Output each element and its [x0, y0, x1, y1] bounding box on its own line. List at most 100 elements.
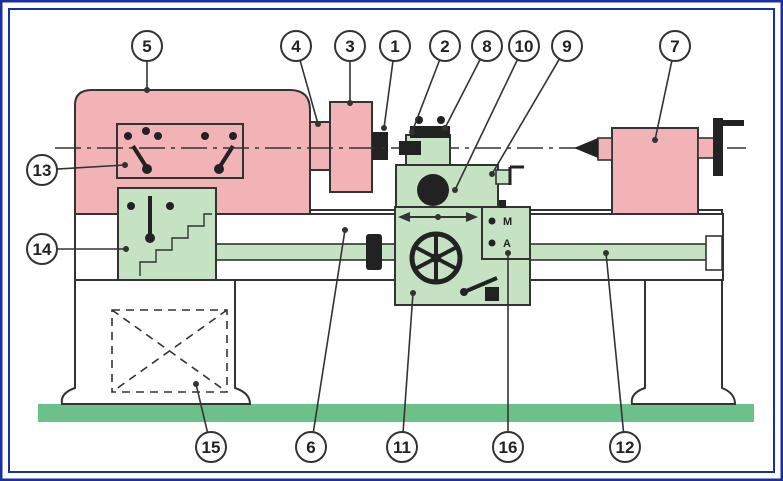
callout-leader-dot [442, 125, 448, 131]
tailstock-screw-housing [697, 137, 715, 159]
callout-leader-dot [410, 290, 416, 296]
selector-dot [124, 132, 132, 140]
feed-handwheel [366, 234, 382, 270]
half-nut-lever [485, 287, 499, 301]
callout-leader-line [411, 59, 441, 133]
callout-leader-dot [489, 171, 495, 177]
callout-leader-dot [342, 227, 348, 233]
selector-dot [201, 132, 209, 140]
callout-leader-dot [315, 121, 321, 127]
callout-number: 7 [670, 37, 679, 56]
callout-leader-dot [347, 100, 353, 106]
feed-lever-pivot [460, 288, 468, 296]
selector-dot [154, 132, 162, 140]
feed-engage-lever [463, 276, 498, 294]
callout-number: 9 [562, 37, 571, 56]
callout-circle [26, 154, 58, 186]
selector-dot [142, 127, 150, 135]
callout-number: 2 [440, 37, 449, 56]
callout-leader-dot [144, 87, 150, 93]
callout-leader-dot [122, 162, 128, 168]
selector-a-dot [488, 239, 496, 247]
callout-16: 16 [492, 250, 524, 463]
callout-circle [659, 30, 691, 62]
tailstock-handwheel [713, 118, 723, 176]
handwheel-spoke [414, 245, 458, 271]
callout-leader-line [299, 60, 319, 125]
callout-circle [195, 431, 227, 463]
callout-circle [429, 30, 461, 62]
feed-selector-knob [494, 200, 506, 208]
callout-circle [295, 431, 327, 463]
callout-circle [471, 30, 503, 62]
speed-lever-right [217, 144, 235, 170]
gearbox-stair-plate [139, 213, 212, 276]
cutting-tool [399, 141, 421, 155]
callout-11: 11 [386, 290, 418, 463]
callout-5: 5 [131, 30, 163, 93]
callout-12: 12 [603, 250, 641, 463]
feed-rod-bearing [705, 235, 723, 271]
callout-circle [131, 30, 163, 62]
callout-9: 9 [489, 30, 583, 177]
speed-lever-left [131, 144, 149, 170]
callout-number: 6 [306, 438, 315, 457]
gearbox-dot [127, 202, 135, 210]
callout-circle [334, 30, 366, 62]
callout-4: 4 [280, 30, 321, 127]
callout-number: 15 [202, 438, 221, 457]
selector-m-dot [488, 217, 496, 225]
cross-slide-screw-end [495, 169, 511, 185]
callout-number: 14 [33, 240, 52, 259]
callout-circle [508, 30, 540, 62]
gearbox-dot [166, 202, 174, 210]
callout-circle [280, 30, 312, 62]
callout-leader-dot [452, 187, 458, 193]
spindle [309, 121, 331, 171]
callout-leader-line [56, 164, 126, 170]
callout-leader-line [491, 58, 561, 175]
tailstock-center [574, 138, 598, 158]
label-m: M [503, 216, 512, 228]
callout-leader-line [312, 229, 346, 433]
callout-circle [609, 431, 641, 463]
speed-lever-left-knob [142, 164, 152, 174]
tailstock-quill [597, 137, 613, 161]
callout-leader-dot [381, 125, 387, 131]
callout-number: 1 [390, 37, 399, 56]
selector-dot [229, 132, 237, 140]
workpiece [372, 132, 388, 160]
callout-number: 10 [515, 37, 534, 56]
callout-leader-dot [603, 250, 609, 256]
speed-lever-right-knob [214, 164, 224, 174]
chuck [329, 101, 373, 193]
callout-leader-line [195, 383, 209, 433]
callout-3: 3 [334, 30, 366, 106]
callout-number: 3 [345, 37, 354, 56]
gearbox-lever-knob [145, 233, 155, 243]
callout-leader-dot [193, 381, 199, 387]
callout-leader-dot [505, 250, 511, 256]
callout-14: 14 [26, 233, 129, 265]
cross-slide-handwheel [417, 174, 449, 206]
callout-circle [386, 431, 418, 463]
callout-1: 1 [379, 30, 411, 131]
callout-leader-line [605, 252, 625, 433]
callout-7: 7 [652, 30, 691, 143]
callout-circle [492, 431, 524, 463]
callout-leader-line [402, 292, 414, 433]
callout-leader-dot [652, 137, 658, 143]
callout-number: 12 [616, 438, 635, 457]
tool-post-screw [437, 116, 445, 124]
cabinet-cross-b [111, 309, 228, 393]
tool-post-clamp [410, 126, 450, 138]
callout-leader-dot [123, 246, 129, 252]
callout-leader-line [383, 60, 394, 129]
callout-number: 11 [393, 438, 411, 457]
feed-selector-box [481, 206, 531, 260]
callout-6: 6 [295, 227, 348, 463]
callout-2: 2 [409, 30, 461, 135]
